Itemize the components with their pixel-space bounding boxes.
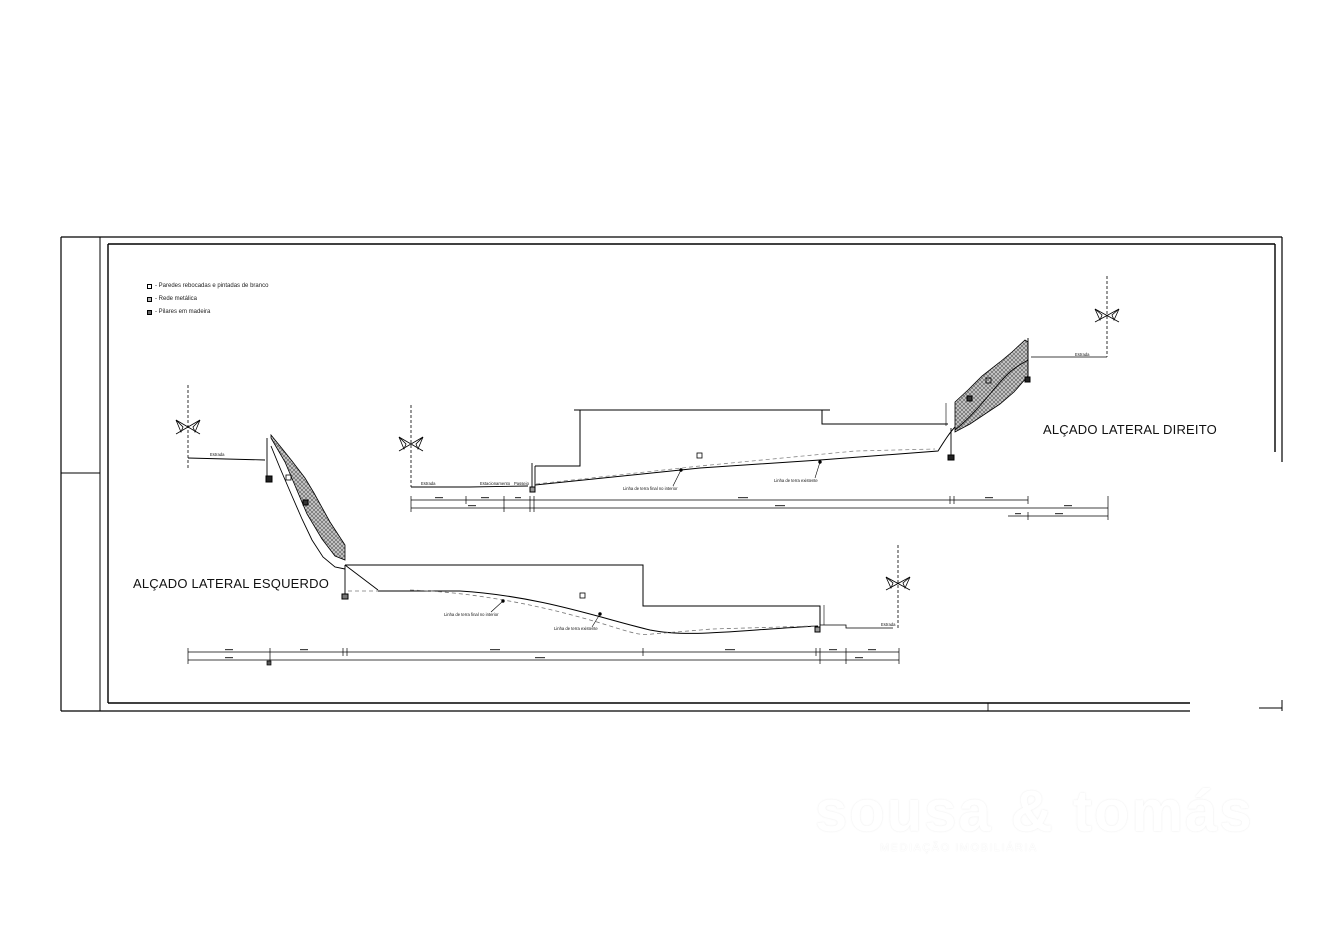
legend-label: - Rede metálica bbox=[155, 296, 198, 302]
left-street-left-label: Estrada bbox=[210, 452, 225, 457]
right-elevation-title: ALÇADO LATERAL DIREITO bbox=[1043, 422, 1217, 437]
left-line-final-label: Linha de terra final no interior bbox=[444, 612, 499, 617]
left-line-existing-label: Linha de terra existente bbox=[554, 626, 598, 631]
legend-label: - Pilares em madeira bbox=[155, 309, 211, 315]
level-marker-icon bbox=[1094, 276, 1120, 357]
mesh-swatch-icon bbox=[147, 296, 152, 302]
legend-item-mesh: - Rede metálica bbox=[147, 296, 197, 302]
title-frame bbox=[60, 236, 1283, 712]
watermark-logo: sousa & tomás bbox=[815, 779, 1254, 844]
level-marker-icon bbox=[175, 385, 201, 470]
right-line-final-label: Linha de terra final no interior bbox=[623, 486, 678, 491]
left-street-right-label: Estrada bbox=[881, 622, 896, 627]
left-elevation-title: ALÇADO LATERAL ESQUERDO bbox=[133, 576, 330, 591]
level-marker-icon bbox=[398, 405, 424, 487]
plain-swatch-icon bbox=[147, 283, 152, 289]
level-marker-icon bbox=[885, 545, 911, 628]
left-elevation-drawing bbox=[175, 385, 911, 666]
legend-label: - Paredes rebocadas e pintadas de branco bbox=[155, 283, 269, 289]
right-passage-label: Passeio bbox=[514, 481, 530, 486]
watermark-tagline: MEDIAÇÃO IMOBILIÁRIA bbox=[880, 842, 1038, 854]
right-elevation-drawing bbox=[398, 276, 1120, 520]
right-street-left-label: Estrada bbox=[421, 481, 436, 486]
legend-item-pillars: - Pilares em madeira bbox=[147, 309, 210, 315]
right-entry-label: Estacionamento bbox=[480, 481, 511, 486]
legend-item-walls: - Paredes rebocadas e pintadas de branco bbox=[147, 283, 268, 289]
right-line-existing-label: Linha de terra existente bbox=[774, 478, 818, 483]
right-street-right-label: Estrada bbox=[1075, 352, 1090, 357]
dimension-ticks bbox=[225, 497, 1072, 659]
dark-swatch-icon bbox=[147, 309, 152, 315]
